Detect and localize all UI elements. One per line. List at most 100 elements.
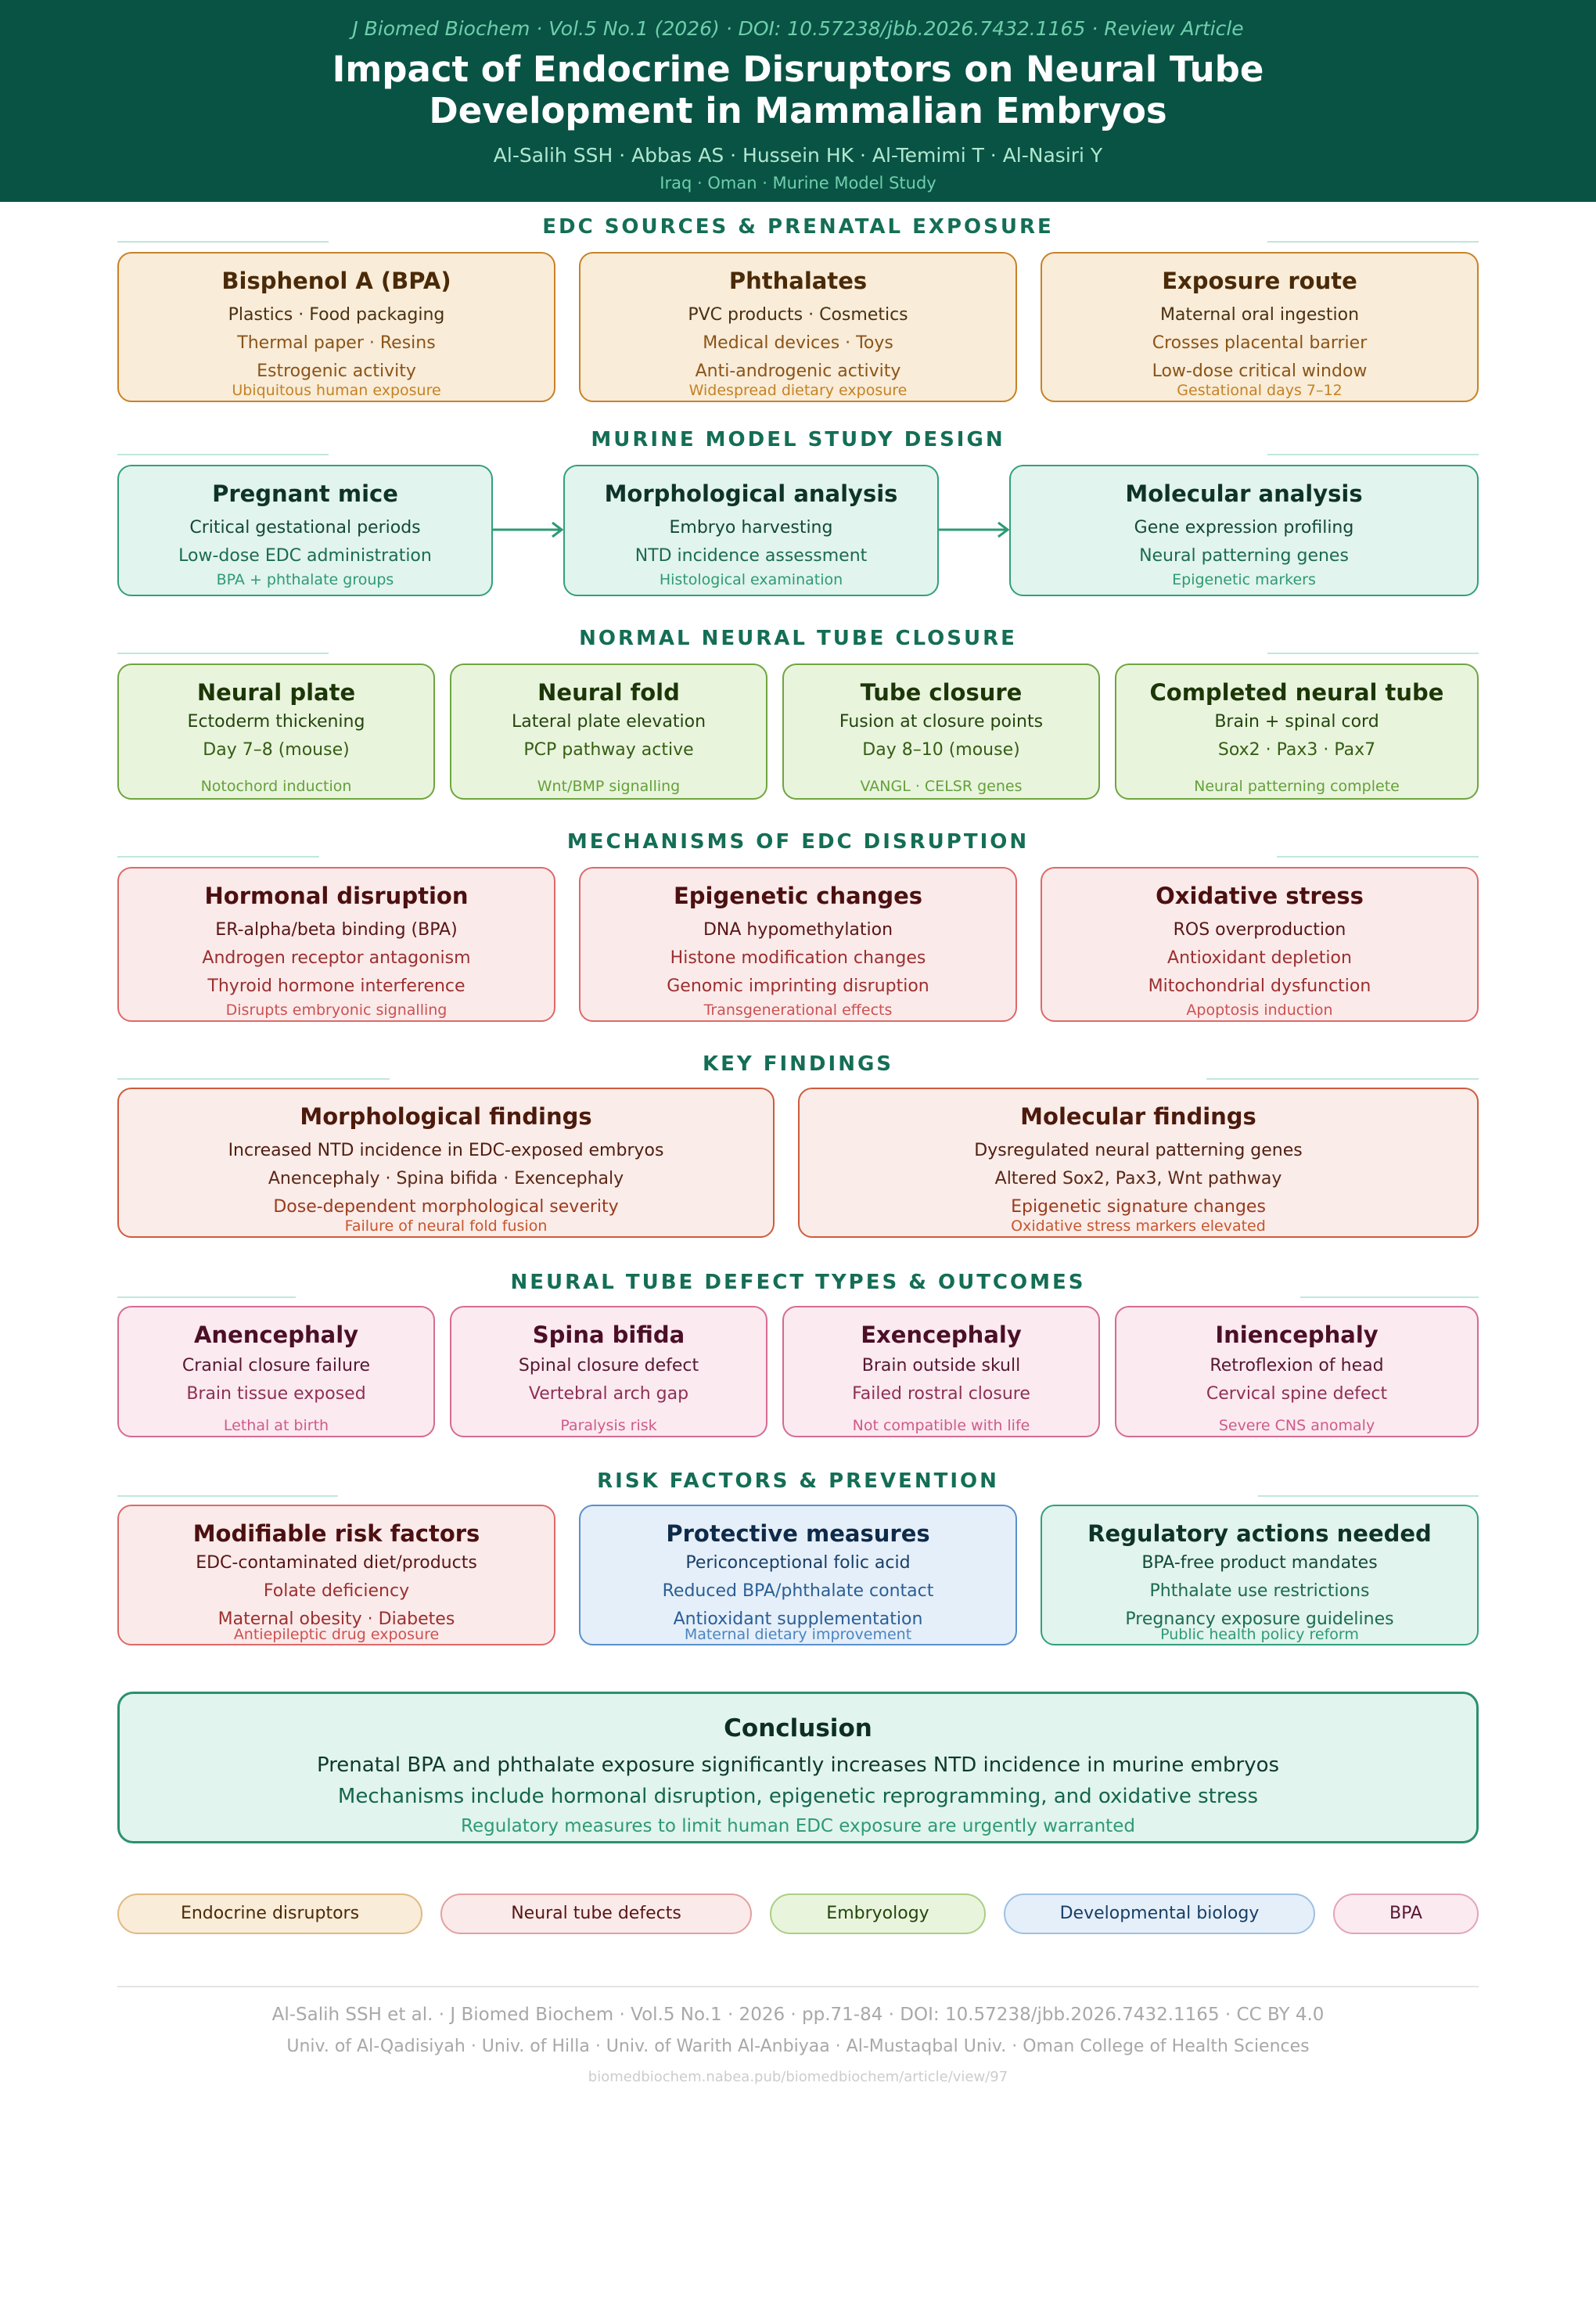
box-epigenetic-changes: Epigenetic changes DNA hypomethylation H… <box>579 867 1017 1022</box>
box-tube-closure: Tube closure Fusion at closure points Da… <box>782 664 1100 800</box>
box-line: Antioxidant depletion <box>1167 948 1352 968</box>
box-title: Regulatory actions needed <box>1087 1520 1432 1547</box>
box-note: Apoptosis induction <box>1186 1002 1333 1019</box>
section-rule-right <box>1267 653 1479 654</box>
box-oxidative-stress: Oxidative stress ROS overproduction Anti… <box>1041 867 1479 1022</box>
box-morphological-findings: Morphological findings Increased NTD inc… <box>117 1088 775 1238</box>
box-line: Gene expression profiling <box>1134 518 1354 538</box>
box-line: Neural patterning genes <box>1139 546 1349 566</box>
box-line: ER-alpha/beta binding (BPA) <box>215 920 458 940</box>
box-line: Thermal paper · Resins <box>237 333 436 353</box>
box-line: Low-dose EDC administration <box>178 546 432 566</box>
box-line: NTD incidence assessment <box>634 546 868 566</box>
box-line: Androgen receptor antagonism <box>202 948 471 968</box>
box-line: Pregnancy exposure guidelines <box>1125 1609 1394 1629</box>
keyword-tag: Embryology <box>770 1893 986 1934</box>
box-line: PCP pathway active <box>523 740 694 760</box>
page-title: Impact of Endocrine Disruptors on Neural… <box>0 49 1596 131</box>
footer-url[interactable]: biomedbiochem.nabea.pub/biomedbiochem/ar… <box>588 2069 1008 2085</box>
box-note: Widespread dietary exposure <box>688 382 908 399</box>
box-title: Molecular findings <box>1020 1103 1256 1130</box>
box-note: Transgenerational effects <box>703 1002 893 1019</box>
box-note: Ubiquitous human exposure <box>232 382 441 399</box>
box-line: Estrogenic activity <box>257 361 416 381</box>
section-rule-left <box>117 241 329 243</box>
box-line: Antioxidant supplementation <box>673 1609 923 1629</box>
box-line: Medical devices · Toys <box>703 333 893 353</box>
box-line: Sox2 · Pax3 · Pax7 <box>1217 740 1376 760</box>
box-line: Mitochondrial dysfunction <box>1148 976 1371 996</box>
section-title-normal-closure: NORMAL NEURAL TUBE CLOSURE <box>579 627 1017 650</box>
keyword-tag: BPA <box>1333 1893 1479 1934</box>
box-title: Modifiable risk factors <box>192 1520 480 1547</box>
box-title: Neural plate <box>196 679 356 706</box>
box-title: Molecular analysis <box>1125 480 1363 507</box>
box-title: Completed neural tube <box>1149 679 1444 706</box>
keyword-tag: Neural tube defects <box>440 1893 752 1934</box>
box-line: Fusion at closure points <box>839 712 1044 732</box>
section-rule-left <box>117 653 329 654</box>
keyword-tag: Developmental biology <box>1004 1893 1315 1934</box>
section-rule-right <box>1300 1296 1479 1298</box>
box-note: Public health policy reform <box>1160 1626 1359 1643</box>
box-note: Disrupts embryonic signalling <box>225 1002 448 1019</box>
box-title: Exposure route <box>1162 268 1357 294</box>
box-title: Hormonal disruption <box>204 883 469 909</box>
box-line: Day 8–10 (mouse) <box>862 740 1020 760</box>
section-rule-left <box>117 856 319 858</box>
box-line: Failed rostral closure <box>852 1384 1030 1404</box>
box-note: Epigenetic markers <box>1172 571 1316 588</box>
box-line: Maternal oral ingestion <box>1159 305 1360 325</box>
box-line: Critical gestational periods <box>189 518 421 538</box>
box-modifiable-risk-factors: Modifiable risk factors EDC-contaminated… <box>117 1505 555 1645</box>
conclusion-title: Conclusion <box>724 1714 872 1742</box>
box-line: Plastics · Food packaging <box>228 305 445 325</box>
box-line: DNA hypomethylation <box>703 920 893 940</box>
box-line: PVC products · Cosmetics <box>688 305 908 325</box>
section-title-key-findings: KEY FINDINGS <box>702 1052 894 1076</box>
box-line: Ectoderm thickening <box>187 712 365 732</box>
section-title-edc-sources: EDC SOURCES & PRENATAL EXPOSURE <box>542 215 1054 239</box>
authors: Al-Salih SSH · Abbas AS · Hussein HK · A… <box>493 144 1103 167</box>
box-line: BPA-free product mandates <box>1141 1553 1378 1573</box>
box-note: Maternal dietary improvement <box>684 1626 912 1643</box>
box-title: Phthalates <box>728 268 868 294</box>
box-line: Low-dose critical window <box>1152 361 1368 381</box>
section-title-ntd-types: NEURAL TUBE DEFECT TYPES & OUTCOMES <box>510 1271 1086 1294</box>
box-line: Periconceptional folic acid <box>685 1553 911 1573</box>
box-iniencephaly: Iniencephaly Retroflexion of head Cervic… <box>1115 1306 1479 1437</box>
box-molecular-analysis: Molecular analysis Gene expression profi… <box>1009 465 1479 596</box>
box-title: Oxidative stress <box>1156 883 1364 909</box>
section-rule-right <box>1267 454 1479 455</box>
box-title: Spina bifida <box>532 1322 685 1348</box>
box-regulatory-actions: Regulatory actions needed BPA-free produ… <box>1041 1505 1479 1645</box>
title-line-1: Impact of Endocrine Disruptors on Neural… <box>332 49 1264 90</box>
box-spina-bifida: Spina bifida Spinal closure defect Verte… <box>450 1306 767 1437</box>
box-title: Bisphenol A (BPA) <box>221 268 451 294</box>
box-note: Histological examination <box>659 571 843 588</box>
box-line: Epigenetic signature changes <box>1011 1197 1266 1217</box>
box-line: Dysregulated neural patterning genes <box>974 1141 1303 1160</box>
box-note: Failure of neural fold fusion <box>344 1217 548 1235</box>
box-title: Tube closure <box>860 679 1023 706</box>
box-molecular-findings: Molecular findings Dysregulated neural p… <box>798 1088 1479 1238</box>
box-line: Brain outside skull <box>861 1356 1021 1376</box>
section-rule-left <box>117 1078 390 1080</box>
box-line: Dose-dependent morphological severity <box>273 1197 619 1217</box>
section-rule-left <box>117 1495 338 1497</box>
footer-institutions: Univ. of Al-Qadisiyah · Univ. of Hilla ·… <box>286 2037 1310 2056</box>
arrow-right-icon <box>939 521 1010 538</box>
box-line: Anti-androgenic activity <box>695 361 901 381</box>
box-line: ROS overproduction <box>1173 920 1346 940</box>
box-line: Altered Sox2, Pax3, Wnt pathway <box>994 1169 1282 1189</box>
box-title: Anencephaly <box>193 1322 359 1348</box>
box-morphological-analysis: Morphological analysis Embryo harvesting… <box>563 465 939 596</box>
box-line: Day 7–8 (mouse) <box>203 740 350 760</box>
box-bpa: Bisphenol A (BPA) Plastics · Food packag… <box>117 252 555 402</box>
box-title: Pregnant mice <box>212 480 398 507</box>
box-note: Antiepileptic drug exposure <box>233 1626 440 1643</box>
section-rule-right <box>1267 241 1479 243</box>
section-rule-right <box>1206 1078 1479 1080</box>
box-line: Increased NTD incidence in EDC-exposed e… <box>228 1141 664 1160</box>
box-note: Not compatible with life <box>852 1417 1030 1434</box>
